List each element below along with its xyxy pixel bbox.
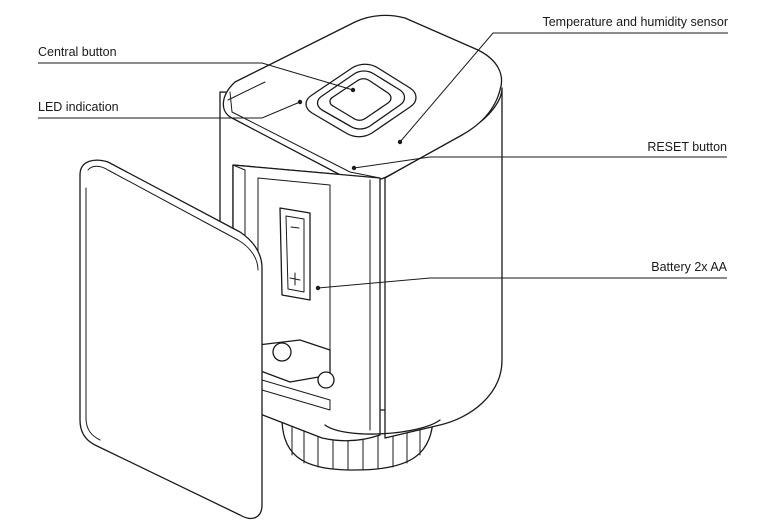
battery-holder	[279, 207, 311, 301]
callout-label-temperature-sensor: Temperature and humidity sensor	[542, 15, 728, 29]
callout-label-led-indication: LED indication	[38, 100, 119, 114]
leader-line-reset-button	[353, 156, 727, 169]
callout-label-central-button: Central button	[38, 45, 117, 59]
leader-dot-temperature-sensor	[397, 139, 403, 145]
callout-central-button: Central button	[38, 45, 356, 93]
leader-line-led-indication	[38, 101, 301, 119]
callout-label-battery: Battery 2x AA	[651, 260, 727, 274]
thermostat-device	[219, 14, 503, 471]
removed-cover	[79, 159, 263, 519]
callout-led-indication: LED indication	[38, 99, 303, 119]
callout-battery: Battery 2x AA	[315, 260, 728, 291]
leader-dot-central-button	[350, 87, 356, 93]
leader-dot-reset-button[interactable]	[351, 165, 357, 171]
callout-temperature-sensor: Temperature and humidity sensor	[397, 15, 728, 145]
leader-dot-led-indication	[297, 99, 303, 105]
leader-line-temperature-sensor	[399, 32, 728, 143]
leader-dot-battery	[315, 285, 321, 291]
callout-label-reset-button: RESET button	[647, 140, 727, 154]
callout-reset-button: RESET button	[351, 140, 727, 171]
leader-line-central-button	[38, 62, 354, 91]
leader-line-battery	[317, 277, 727, 289]
